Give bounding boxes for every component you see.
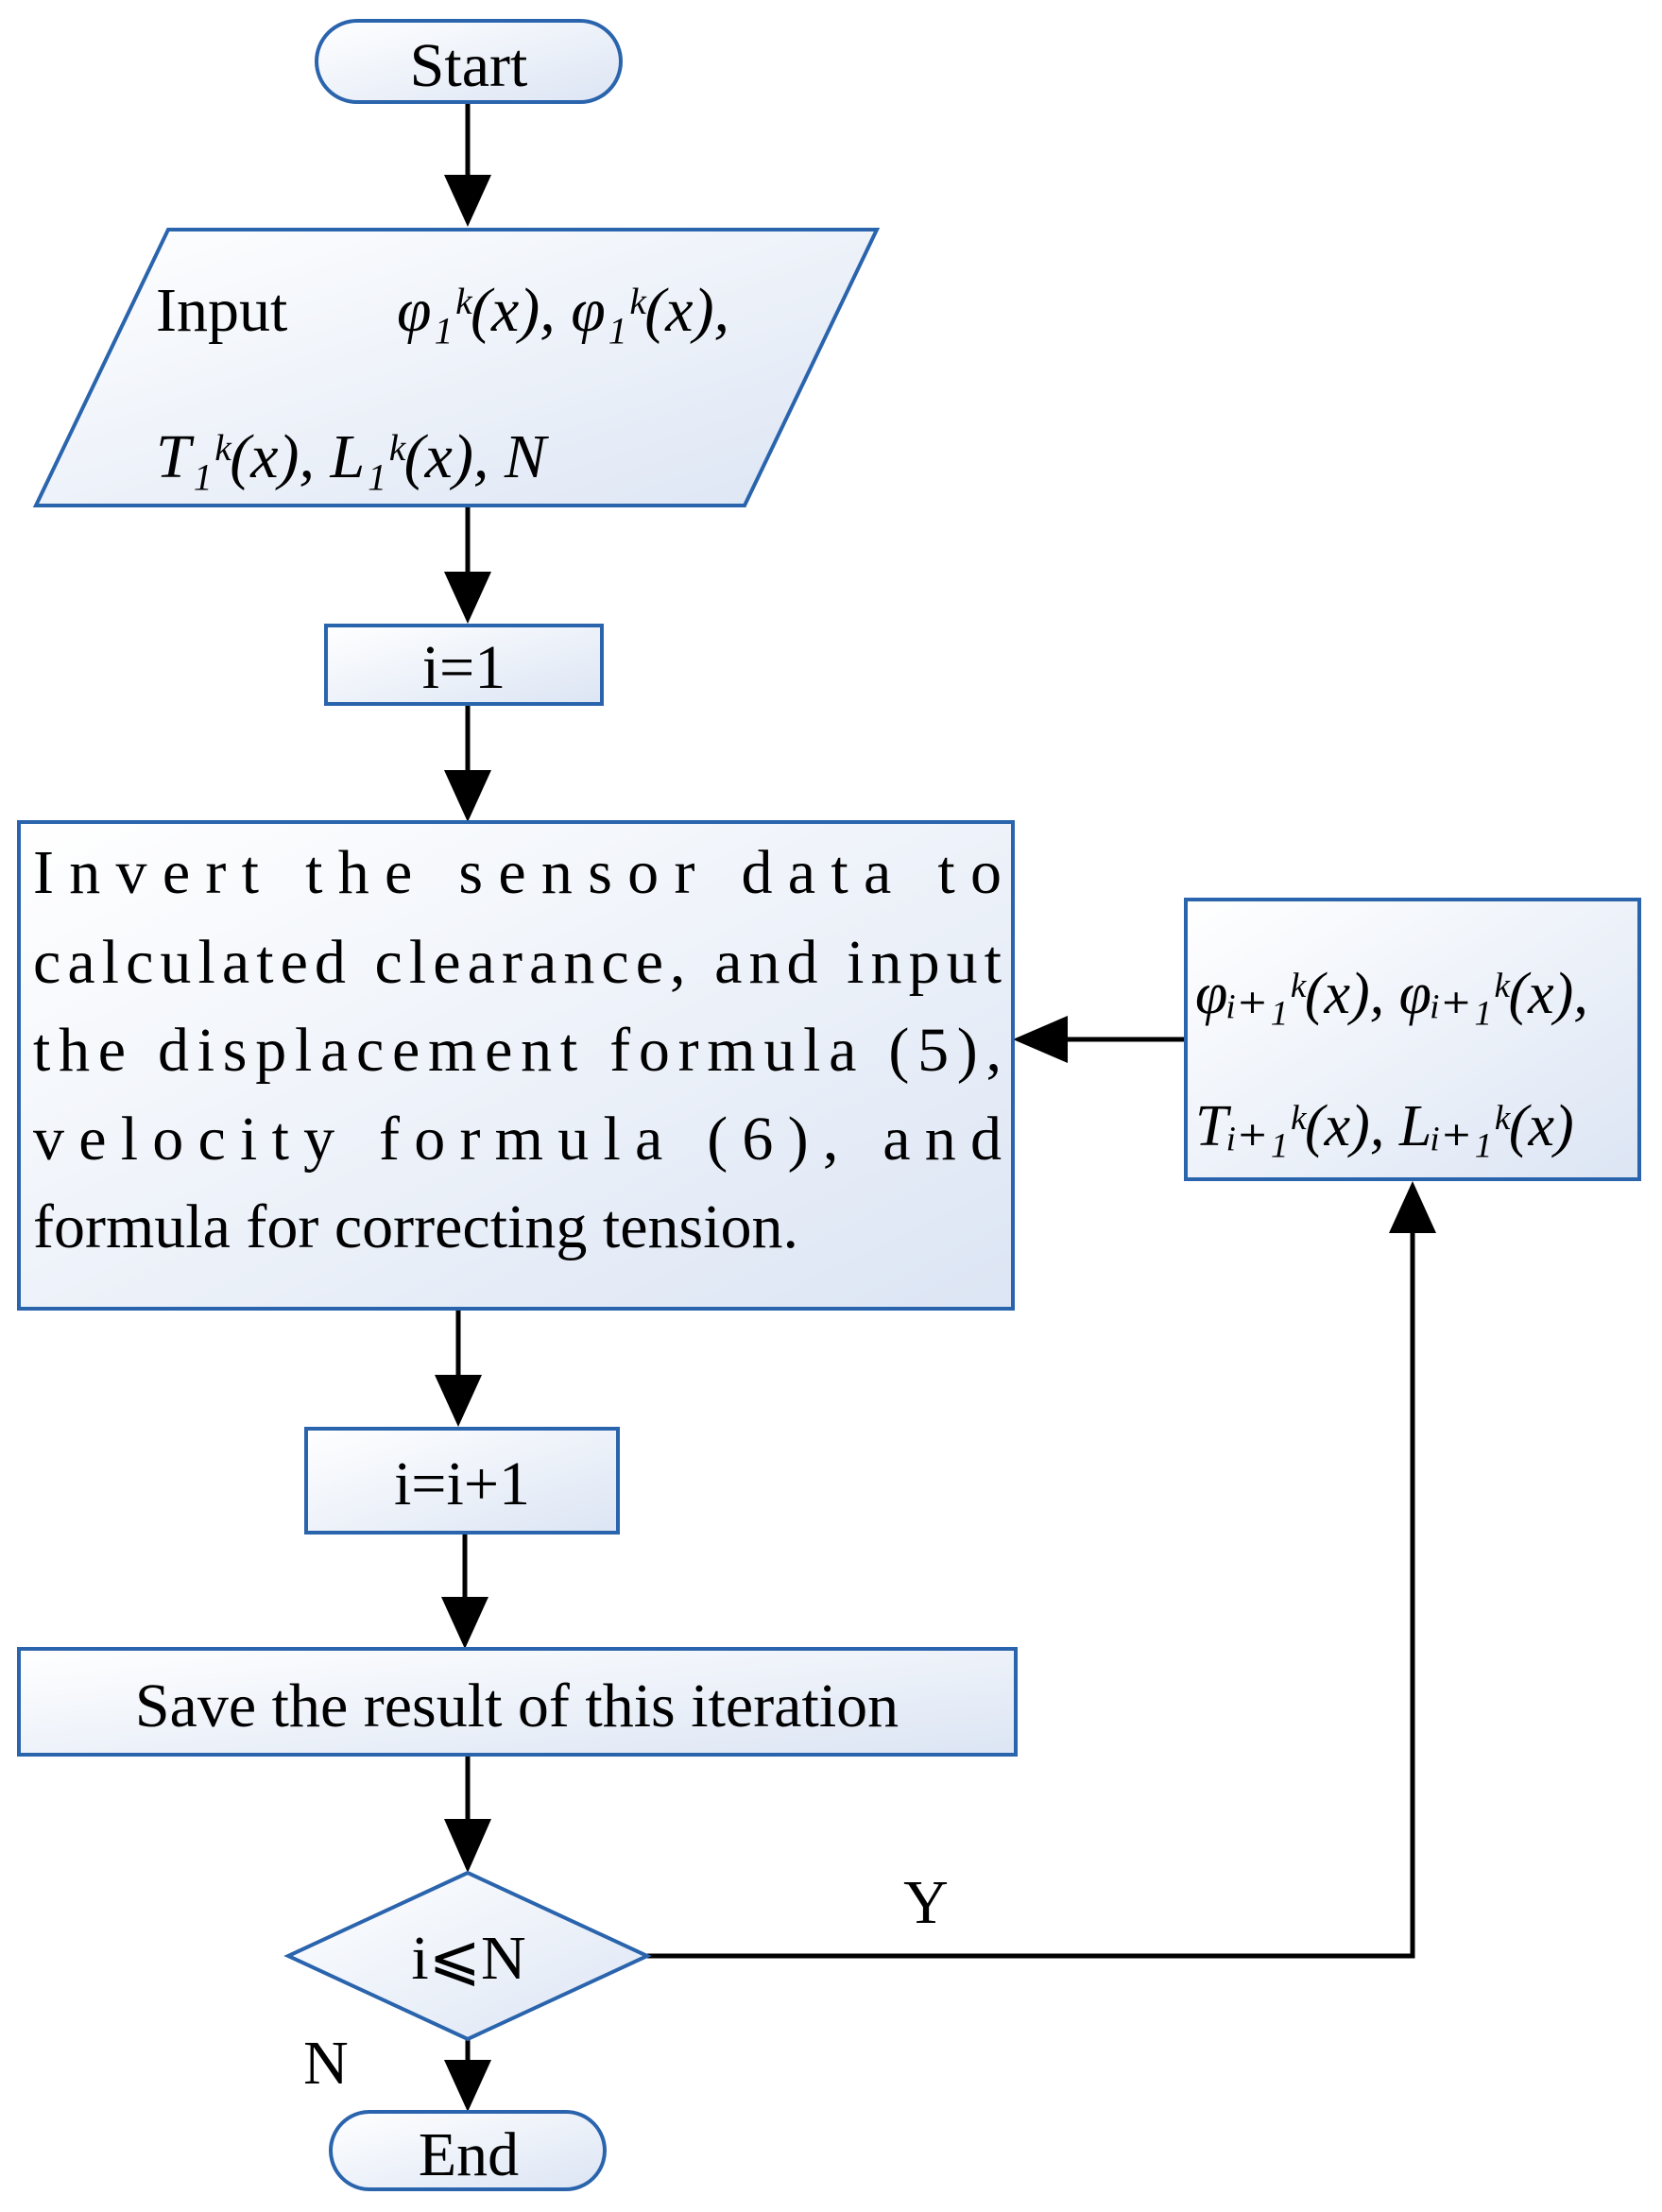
decision-node: i⩽N: [283, 1870, 652, 2042]
connectors: [435, 102, 1436, 2112]
input-variables-line2: T₁ᵏ(x), L₁ᵏ(x), N: [156, 422, 550, 491]
arrowhead-decision-to-end: [444, 2060, 491, 2112]
input-prefix: Input: [156, 276, 287, 345]
arrowhead-update-to-process: [1013, 1016, 1068, 1063]
edge-label-no: N: [303, 2029, 349, 2098]
arrowhead-process-to-increment: [435, 1375, 482, 1427]
init-node: i=1: [324, 624, 604, 706]
end-node: End: [329, 2110, 607, 2191]
increment-label: i=i+1: [394, 1449, 530, 1518]
edge-label-yes: Y: [903, 1868, 949, 1937]
increment-node: i=i+1: [304, 1427, 620, 1535]
process-line-2: calculated clearance, and input: [33, 928, 1002, 997]
start-label: Start: [410, 31, 528, 100]
save-label: Save the result of this iteration: [135, 1672, 899, 1740]
arrowhead-init-to-process: [444, 770, 491, 822]
update-variables-line1: φᵢ₊₁ᵏ(x), φᵢ₊₁ᵏ(x),: [1195, 962, 1588, 1026]
input-node: Input φ₁ᵏ(x), φ₁ᵏ(x), T₁ᵏ(x), L₁ᵏ(x), N: [32, 228, 881, 507]
arrowhead-decision-to-update: [1389, 1181, 1436, 1233]
arrowhead-input-to-init: [444, 572, 491, 624]
input-variables-line1: φ₁ᵏ(x), φ₁ᵏ(x),: [397, 276, 729, 345]
update-variables-line2: Tᵢ₊₁ᵏ(x), Lᵢ₊₁ᵏ(x): [1195, 1094, 1574, 1158]
process-node: Invert the sensor data to calculated cle…: [17, 820, 1015, 1311]
decision-label: i⩽N: [411, 1924, 525, 1993]
end-label: End: [419, 2120, 519, 2189]
start-node: Start: [315, 19, 623, 104]
init-label: i=1: [422, 633, 506, 702]
process-line-4: velocity formula (6), and: [33, 1105, 1002, 1174]
arrowhead-save-to-decision: [444, 1819, 491, 1873]
process-line-5: formula for correcting tension.: [33, 1192, 798, 1261]
save-node: Save the result of this iteration: [17, 1647, 1018, 1757]
arrow-decision-to-update: [647, 1233, 1415, 1959]
update-node: φᵢ₊₁ᵏ(x), φᵢ₊₁ᵏ(x), Tᵢ₊₁ᵏ(x), Lᵢ₊₁ᵏ(x): [1184, 898, 1641, 1181]
arrowhead-increment-to-save: [441, 1597, 488, 1649]
arrowhead-start-to-input: [444, 175, 491, 227]
